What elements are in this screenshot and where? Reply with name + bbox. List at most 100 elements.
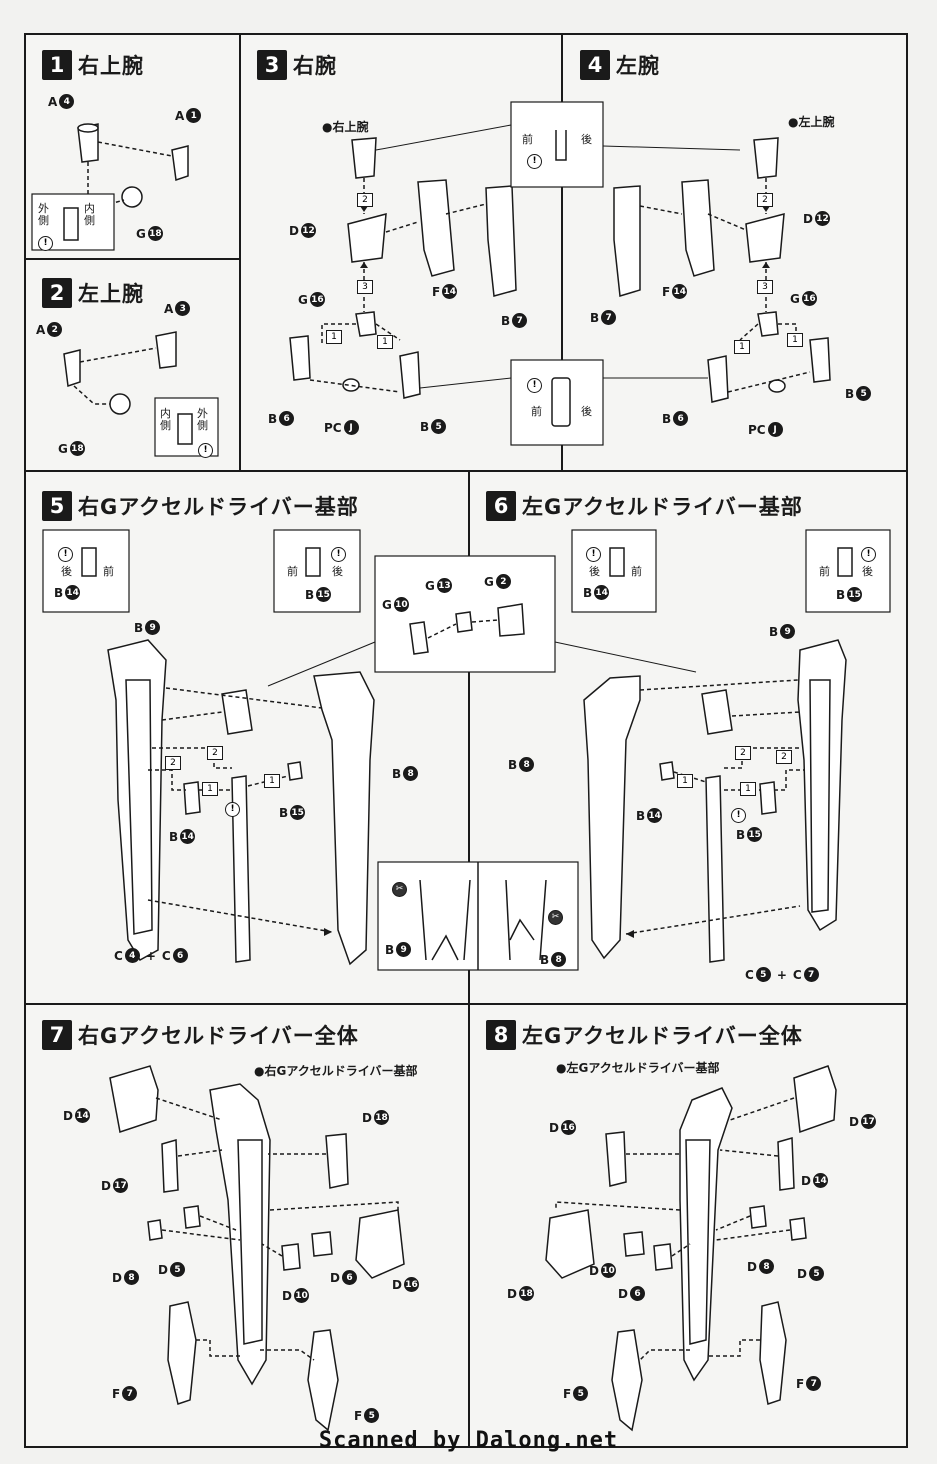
note-front: 前 — [522, 133, 533, 146]
cutter-icon: ✂ — [548, 904, 563, 925]
note-back: 後 — [589, 565, 600, 578]
step-8-header: 8 左Gアクセルドライバー全体 — [486, 1020, 803, 1050]
step-number: 2 — [42, 278, 72, 308]
note-inner: 内側 — [84, 202, 95, 227]
note-right-base: ●右Gアクセルドライバー基部 — [254, 1064, 418, 1078]
step-5-header: 5 右Gアクセルドライバー基部 — [42, 491, 359, 521]
order-box: 1 — [677, 774, 693, 788]
step-title: 左Gアクセルドライバー基部 — [522, 495, 803, 519]
note-back: 後 — [332, 565, 343, 578]
order-box: 1 — [326, 330, 342, 344]
caution-icon: ! — [225, 796, 240, 817]
note-outer: 外側 — [38, 202, 49, 227]
caution-icon: ! — [38, 230, 53, 251]
step-title: 左腕 — [616, 54, 660, 78]
step-title: 右腕 — [293, 54, 337, 78]
step-number: 3 — [257, 50, 287, 80]
step-number: 1 — [42, 50, 72, 80]
divider — [468, 471, 470, 1448]
note-outer: 外側 — [197, 407, 208, 432]
order-box: 1 — [202, 782, 218, 796]
note-right-upper-arm: ●右上腕 — [322, 120, 369, 134]
note-front: 前 — [531, 405, 542, 418]
caution-icon: ! — [731, 802, 746, 823]
note-left-base: ●左Gアクセルドライバー基部 — [556, 1061, 720, 1075]
step-number: 6 — [486, 491, 516, 521]
step-number: 5 — [42, 491, 72, 521]
note-front: 前 — [631, 565, 642, 578]
caution-icon: ! — [527, 148, 542, 169]
manual-page — [24, 33, 908, 1448]
caution-icon: ! — [527, 372, 542, 393]
scanner-credit: Scanned by Dalong.net — [318, 1428, 619, 1453]
order-box: 2 — [735, 746, 751, 760]
caution-icon: ! — [861, 541, 876, 562]
order-box: 1 — [787, 333, 803, 347]
order-box: 1 — [740, 782, 756, 796]
step-number: 4 — [580, 50, 610, 80]
caution-icon: ! — [331, 541, 346, 562]
step-title: 右Gアクセルドライバー基部 — [78, 495, 359, 519]
cutter-icon: ✂ — [392, 876, 407, 897]
step-title: 左上腕 — [78, 282, 144, 306]
step-title: 左Gアクセルドライバー全体 — [522, 1024, 803, 1048]
step-title: 右Gアクセルドライバー全体 — [78, 1024, 359, 1048]
order-box: 2 — [165, 756, 181, 770]
order-box: 1 — [264, 774, 280, 788]
note-front: 前 — [287, 565, 298, 578]
step-number: 7 — [42, 1020, 72, 1050]
order-box: 1 — [377, 335, 393, 349]
caution-icon: ! — [198, 437, 213, 458]
note-left-upper-arm: ●左上腕 — [788, 115, 835, 129]
order-box: 2 — [207, 746, 223, 760]
step-number: 8 — [486, 1020, 516, 1050]
note-back: 後 — [862, 565, 873, 578]
order-box: 2 — [357, 193, 373, 207]
divider — [24, 258, 240, 260]
step-3-header: 3 右腕 — [257, 50, 337, 80]
